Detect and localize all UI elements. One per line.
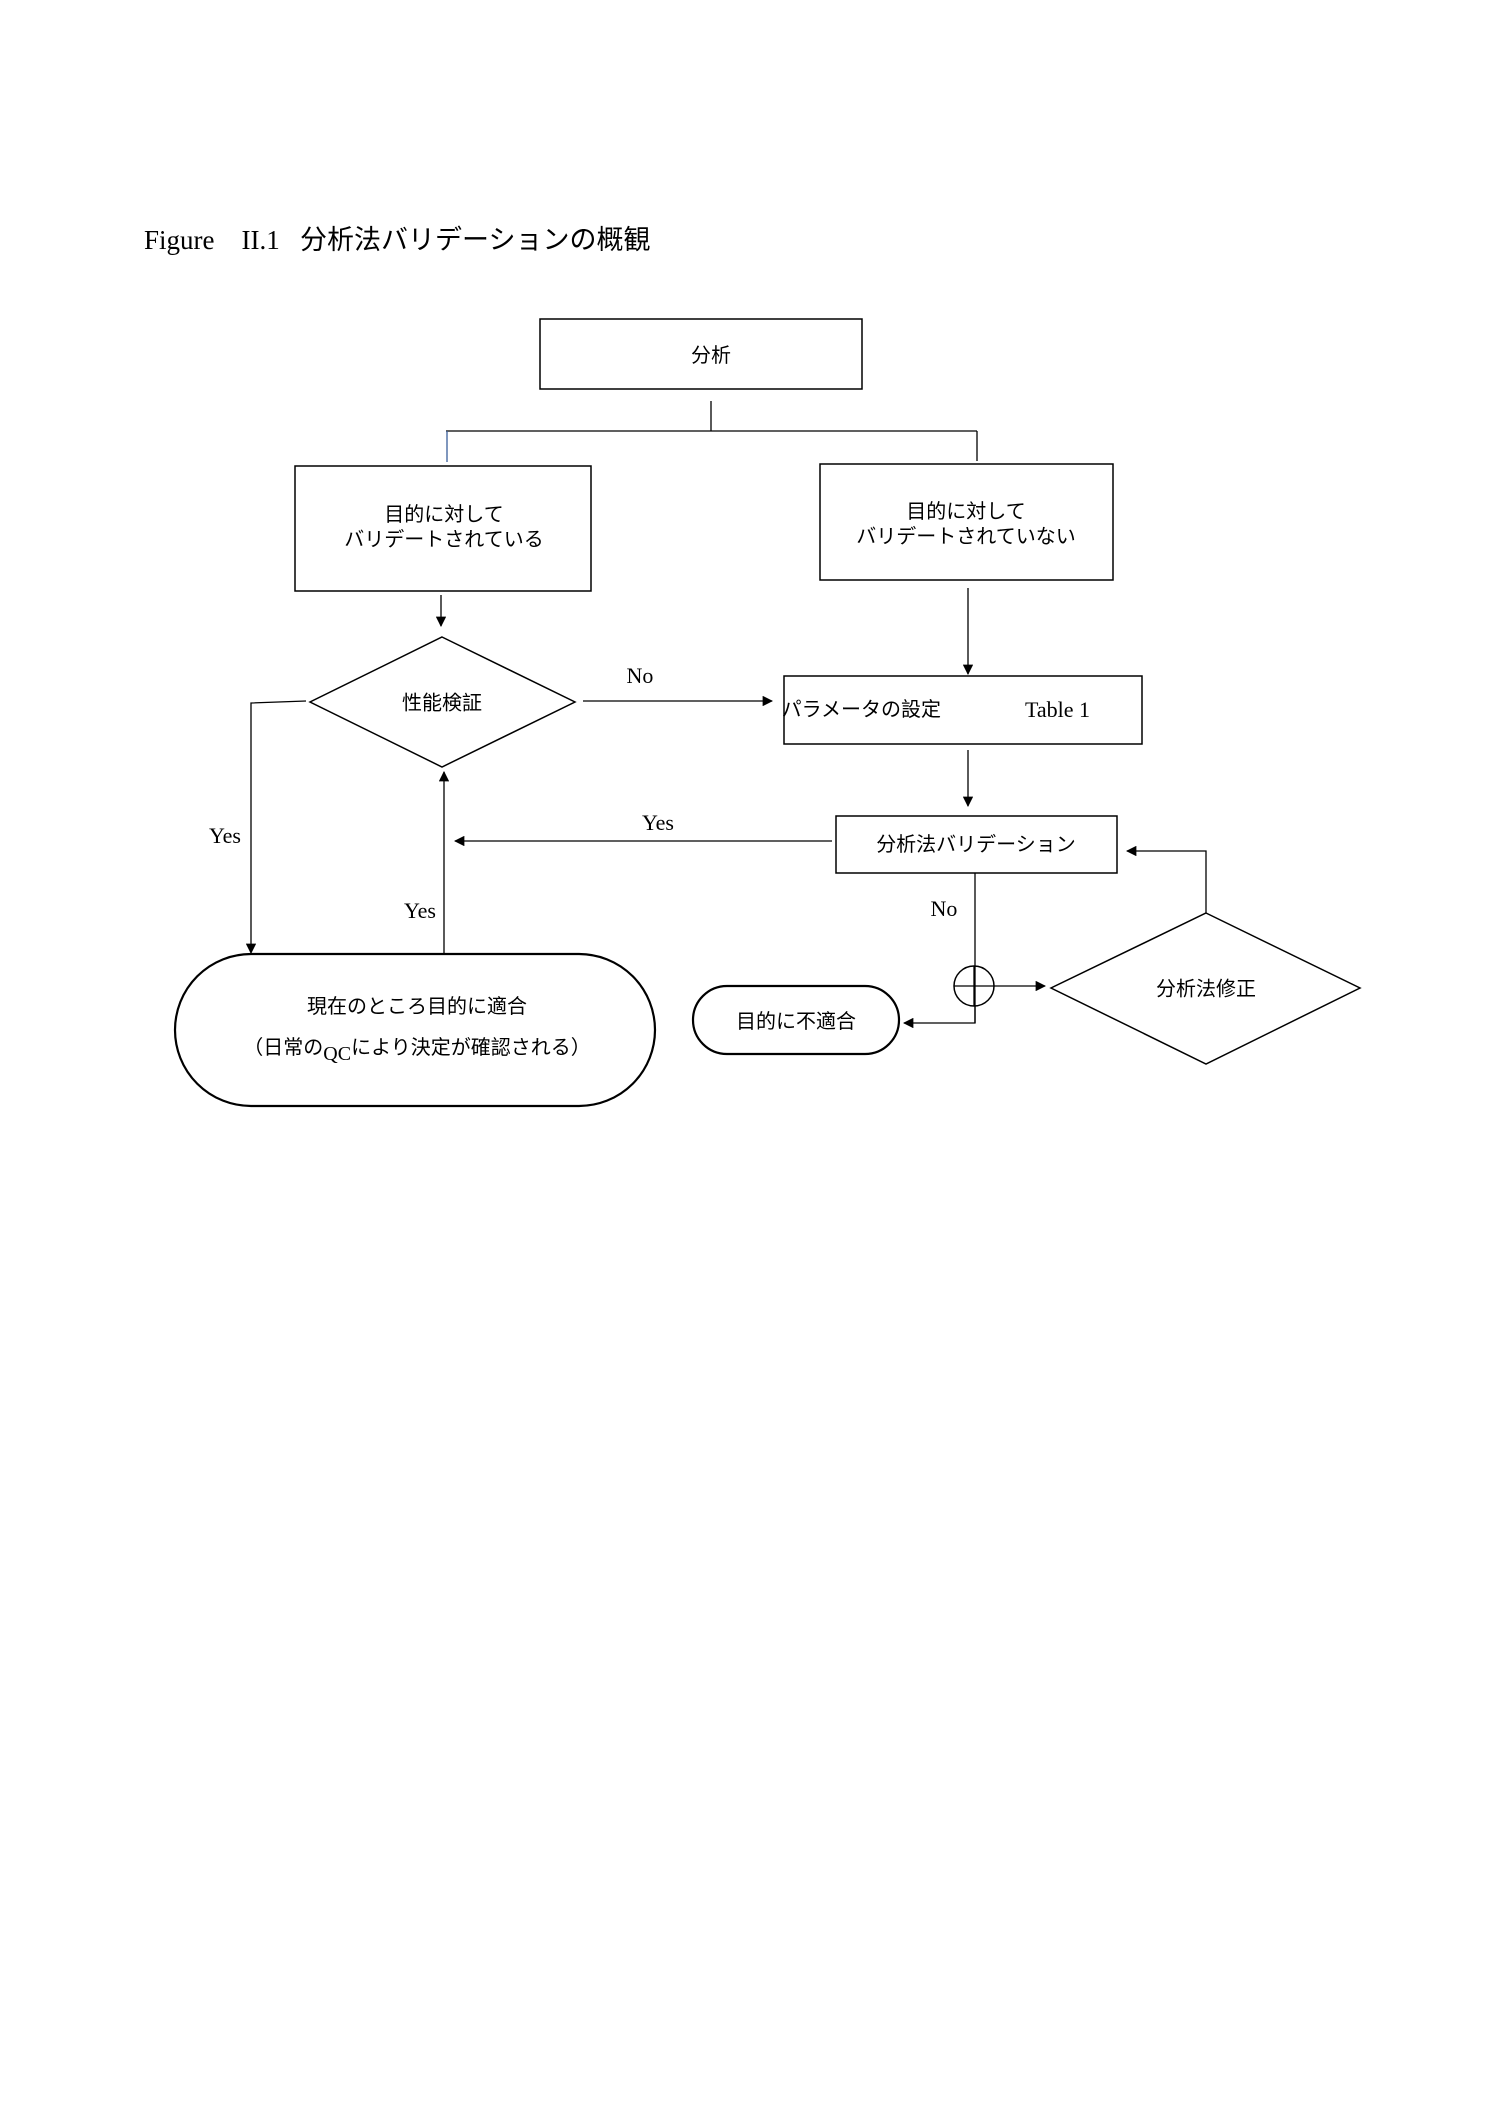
validation-no-label: No: [931, 896, 958, 921]
not-fit-terminal: [691, 984, 901, 1056]
parameter-setting-label: パラメータの設定: [782, 697, 941, 721]
method-validation-box: [835, 815, 1118, 874]
currently-fit-suffix: により決定が確認される）: [351, 1035, 591, 1059]
validated-line1: 目的に対して: [384, 502, 503, 526]
currently-fit-terminal: [173, 952, 657, 1108]
figure-title: 分析法バリデーションの概観: [299, 225, 651, 255]
not-validated-line1: 目的に対して: [906, 499, 1025, 523]
method-validation-label: 分析法バリデーション: [876, 832, 1076, 856]
figure-caption: Figure II.1 分析法バリデーションの概観: [144, 218, 650, 257]
fit-to-perf-yes-label: Yes: [404, 898, 436, 923]
analysis-label: 分析: [691, 343, 731, 367]
parameter-setting-box: [783, 675, 1143, 745]
parameter-setting-ref: Table 1: [1025, 697, 1090, 722]
currently-fit-line1: 現在のところ目的に適合: [307, 994, 527, 1018]
validated-line2: バリデートされている: [344, 527, 543, 551]
arrow-revision-to-validation: [1125, 845, 1207, 913]
currently-fit-line2: （日常のQCにより決定が確認される）: [243, 1035, 590, 1065]
arrow-perf-yes: [245, 700, 307, 955]
currently-fit-prefix: （日常の: [243, 1035, 323, 1059]
method-revision-label: 分析法修正: [1156, 977, 1256, 1001]
perf-yes-label: Yes: [209, 823, 241, 848]
validation-yes-label: Yes: [642, 810, 674, 835]
performance-check-diamond: [308, 636, 577, 768]
currently-fit-qc: QC: [323, 1043, 351, 1065]
figure-label: Figure: [144, 225, 215, 255]
analysis-box: [539, 318, 863, 390]
method-revision-diamond: [1049, 912, 1362, 1065]
not-validated-line2: バリデートされていない: [856, 524, 1075, 548]
figure-number: II.1: [241, 225, 280, 255]
validated-box: [294, 465, 592, 592]
arrow-junction-to-notfit: [902, 1006, 976, 1029]
not-fit-label: 目的に不適合: [736, 1009, 856, 1033]
not-validated-box: [819, 463, 1114, 581]
perf-no-label: No: [627, 663, 654, 688]
performance-check-label: 性能検証: [402, 691, 482, 715]
